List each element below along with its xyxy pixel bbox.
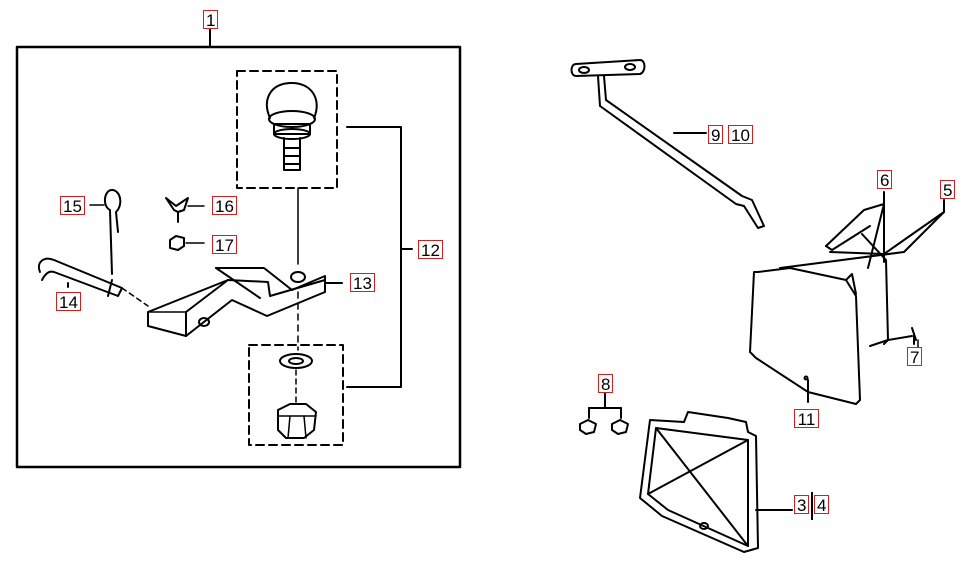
hitch-ball <box>265 81 318 171</box>
callout-10: 10 <box>728 125 753 145</box>
drawbar <box>147 267 326 337</box>
callout-11: 11 <box>794 409 819 429</box>
callout-16: 16 <box>212 196 237 216</box>
callout-5: 5 <box>940 180 955 200</box>
callout-3: 3 <box>794 495 809 515</box>
callout-separator <box>811 492 813 520</box>
callout-17: 17 <box>212 235 237 255</box>
callout-9: 9 <box>708 125 723 145</box>
callout-12: 12 <box>418 240 443 260</box>
hitch-assembly-group <box>15 28 462 469</box>
callout-14: 14 <box>56 292 81 312</box>
flange-nuts <box>579 392 629 435</box>
bolt <box>911 327 917 345</box>
mudflap-assembly-group <box>570 59 945 553</box>
hitch-pin <box>38 257 149 307</box>
callout-7: 7 <box>907 347 922 367</box>
callout-8: 8 <box>598 374 613 394</box>
callout-6: 6 <box>877 170 892 190</box>
flap-brackets <box>779 191 945 347</box>
lock-washer <box>279 353 313 369</box>
callout-15: 15 <box>60 196 85 216</box>
callout-13: 13 <box>350 273 375 293</box>
wing-bolt <box>165 197 205 223</box>
callout-1: 1 <box>203 10 218 30</box>
hex-nut <box>277 403 317 439</box>
mud-flap <box>749 267 861 405</box>
callout-4: 4 <box>814 495 829 515</box>
mudflap-support-rod <box>570 59 765 229</box>
small-nut <box>169 235 205 251</box>
guard-plate <box>639 411 759 553</box>
hitch-clip <box>89 189 122 275</box>
